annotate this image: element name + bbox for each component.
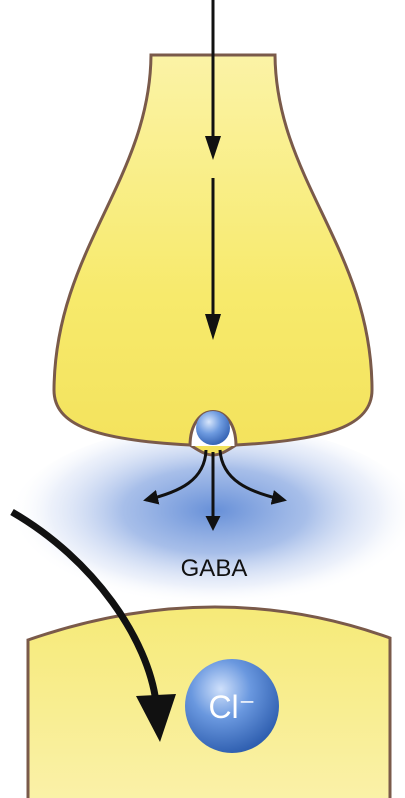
synaptic-vesicle [196, 411, 230, 445]
chloride-ion-label: Cl⁻ [208, 689, 255, 725]
gaba-label: GABA [181, 555, 248, 582]
